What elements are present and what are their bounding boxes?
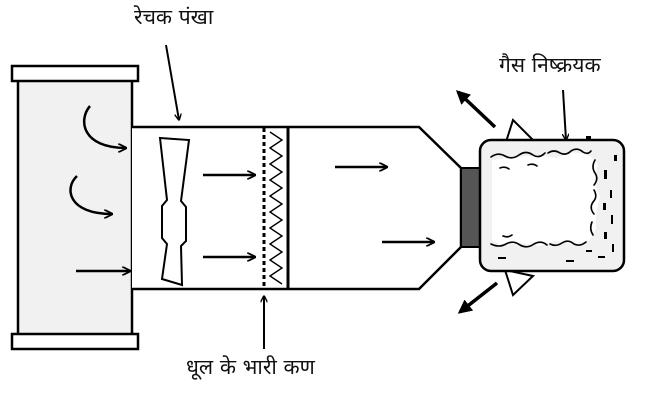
duct-connector bbox=[460, 167, 482, 248]
curved-arrow-2 bbox=[69, 175, 112, 214]
exhaust-fan-label: रेचक पंखा bbox=[134, 5, 214, 29]
exhaust-fan-blade bbox=[158, 136, 191, 287]
arrow-gas-out-bottom bbox=[457, 281, 499, 314]
dust-particles-label: धूल के भारी कण bbox=[186, 355, 315, 379]
duct-airflow-arrows bbox=[203, 167, 434, 257]
gas-neutralizer-label: गैस निष्क्रयक bbox=[499, 53, 601, 77]
arrow-gas-out-top bbox=[455, 90, 497, 129]
intake-chamber bbox=[10, 64, 140, 351]
label-pointers bbox=[165, 44, 566, 349]
pointer-gas-neutralizer bbox=[562, 89, 566, 140]
gas-neutralizer bbox=[478, 118, 626, 297]
intake-airflow-arrows bbox=[69, 105, 130, 271]
pointer-exhaust-fan bbox=[165, 44, 179, 120]
dust-filter bbox=[262, 127, 290, 289]
curved-arrow-1 bbox=[82, 105, 126, 148]
